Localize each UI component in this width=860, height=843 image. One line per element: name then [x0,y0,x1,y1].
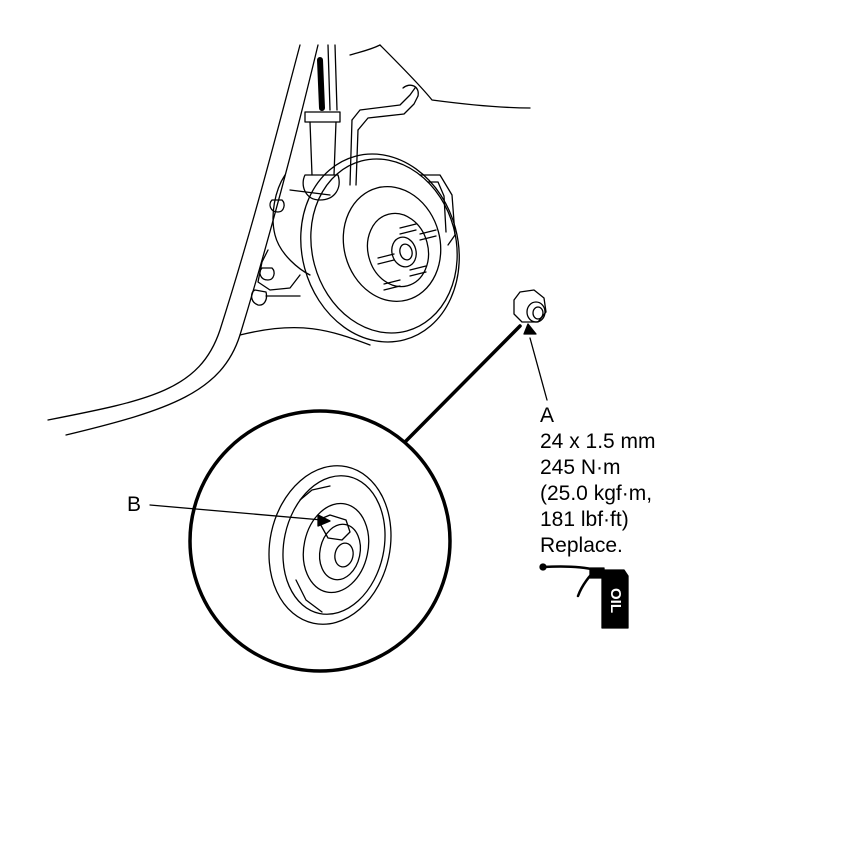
detail-circle [188,409,452,673]
brake-caliper [419,174,456,246]
spec-torque-lbf: 181 lbf·ft) [540,508,629,531]
spec-torque-nm: 245 N·m [540,456,621,479]
callout-arrow-b [149,504,331,527]
spec-torque-kgf: (25.0 kgf·m, [540,482,653,505]
body-panel-outline [47,44,531,436]
upper-arm [349,84,419,186]
hub-detail [268,465,392,625]
spec-note: Replace. [540,534,623,557]
label-a: A [540,404,555,427]
oil-can-icon [539,563,629,629]
callout-arrow-a [523,323,548,401]
label-b: B [127,493,142,516]
wheel-studs [377,223,437,291]
hub-nut [513,289,547,323]
detail-leader-line [403,324,522,444]
spec-size: 24 x 1.5 mm [540,430,656,453]
brake-disc [300,153,460,343]
knuckle [250,174,331,306]
nut-spec-callout: A 24 x 1.5 mm 245 N·m (25.0 kgf·m, 181 l… [540,403,656,559]
oil-can-label: OIL [607,588,624,613]
